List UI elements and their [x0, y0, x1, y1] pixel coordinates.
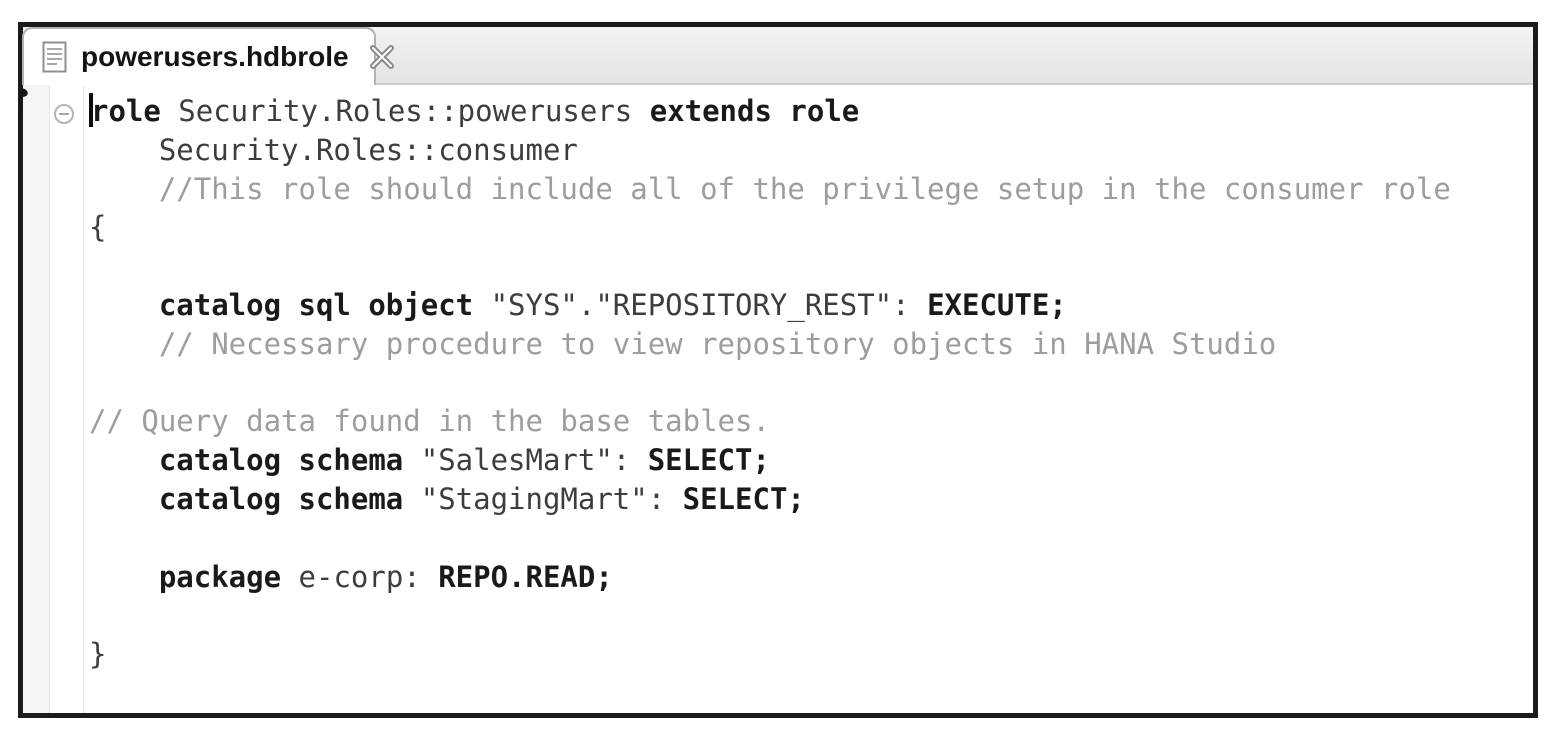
- code-segment-keyword: catalog schema: [89, 481, 404, 516]
- code-segment-plain: "SYS"."REPOSITORY_REST":: [473, 287, 928, 322]
- code-segment-plain: }: [89, 637, 107, 672]
- code-segment-keyword: package: [89, 559, 282, 594]
- code-segment-keyword: catalog schema: [89, 443, 404, 478]
- code-line[interactable]: catalog schema "SalesMart": SELECT;: [89, 441, 1529, 480]
- annotation-marker-icon: [19, 87, 28, 113]
- fold-margin-divider: [83, 85, 84, 713]
- code-segment-keyword: SELECT;: [647, 443, 770, 478]
- editor-pane: role Security.Roles::powerusers extends …: [23, 85, 1533, 713]
- code-editor[interactable]: role Security.Roles::powerusers extends …: [89, 92, 1529, 674]
- code-line[interactable]: // Necessary procedure to view repositor…: [89, 325, 1529, 364]
- document-icon: [42, 41, 68, 73]
- code-segment-plain: Security.Roles::powerusers: [160, 94, 650, 128]
- code-segment-keyword: catalog sql object: [89, 287, 474, 322]
- code-line[interactable]: role Security.Roles::powerusers extends …: [89, 92, 1529, 131]
- code-line[interactable]: }: [89, 635, 1529, 674]
- annotation-ruler: [23, 85, 50, 713]
- tab-bar: powerusers.hdbrole: [22, 27, 1533, 85]
- code-segment-keyword: SELECT;: [682, 481, 805, 516]
- code-segment-keyword: REPO.READ;: [438, 559, 613, 594]
- code-line[interactable]: [89, 596, 1529, 635]
- code-line[interactable]: // Query data found in the base tables.: [89, 402, 1529, 441]
- code-line[interactable]: [89, 519, 1529, 558]
- code-line[interactable]: catalog sql object "SYS"."REPOSITORY_RES…: [89, 286, 1529, 325]
- code-line[interactable]: //This role should include all of the pr…: [89, 170, 1529, 209]
- text-caret: [89, 93, 93, 127]
- collapse-minus-icon[interactable]: [54, 104, 74, 124]
- code-segment-plain: {: [89, 210, 107, 245]
- code-line[interactable]: Security.Roles::consumer: [89, 131, 1529, 170]
- code-line[interactable]: package e-corp: REPO.READ;: [89, 558, 1529, 597]
- code-segment-keyword: EXECUTE;: [927, 287, 1067, 322]
- code-segment-comment: // Necessary procedure to view repositor…: [89, 326, 1277, 361]
- code-segment-comment: // Query data found in the base tables.: [89, 404, 770, 439]
- code-segment-plain: Security.Roles::consumer: [89, 132, 578, 167]
- code-segment-comment: //This role should include all of the pr…: [89, 171, 1451, 206]
- code-segment-plain: e-corp:: [281, 559, 439, 594]
- code-segment-keyword: extends role: [649, 94, 860, 128]
- close-icon[interactable]: [368, 43, 396, 71]
- code-line[interactable]: {: [89, 208, 1529, 247]
- code-line[interactable]: [89, 247, 1529, 286]
- editor-tab[interactable]: powerusers.hdbrole: [22, 27, 394, 85]
- code-segment-plain: "SalesMart":: [403, 443, 648, 478]
- code-segment-plain: "StagingMart":: [403, 481, 683, 516]
- tab-title: powerusers.hdbrole: [81, 41, 349, 72]
- code-line[interactable]: catalog schema "StagingMart": SELECT;: [89, 480, 1529, 519]
- code-segment-keyword: role: [91, 94, 161, 128]
- code-line[interactable]: [89, 364, 1529, 403]
- editor-window: powerusers.hdbrole role Security.Roles::…: [18, 22, 1538, 718]
